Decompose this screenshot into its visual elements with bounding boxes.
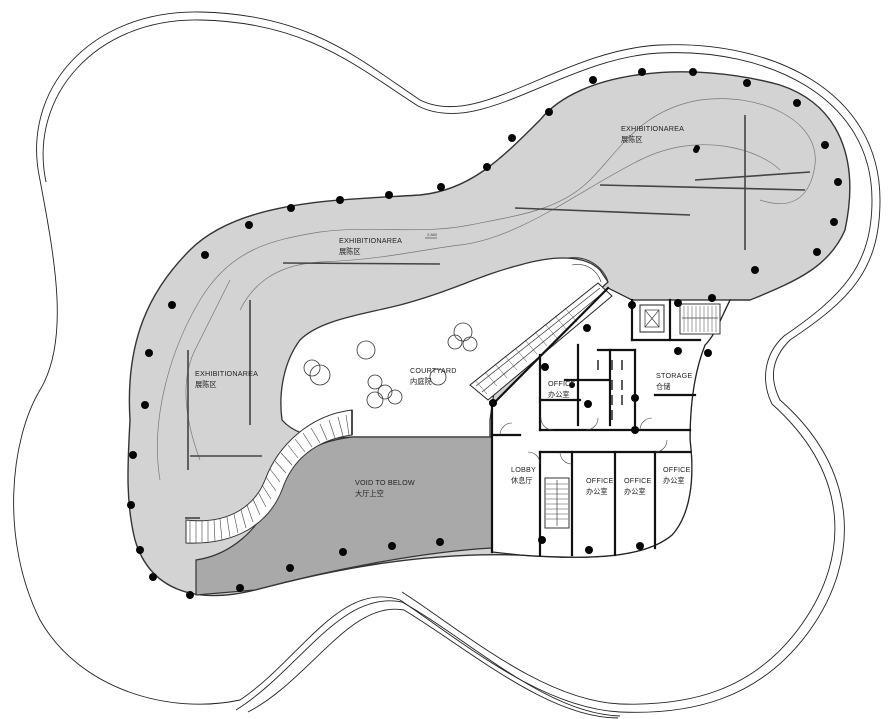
label-courtyard: COURTYARD <box>410 366 457 375</box>
door-swings <box>499 417 668 465</box>
label-exhibition-top-center: EXHIBITIONAREA <box>339 236 402 245</box>
elevator <box>639 304 665 333</box>
label-courtyard-cn: 内庭院 <box>410 377 432 386</box>
label-office-1: OFFICE <box>586 476 614 485</box>
label-lobby-cn: 休息厅 <box>511 476 533 485</box>
label-void: VOID TO BELOW <box>355 478 415 487</box>
label-office-3: OFFICE <box>663 465 691 474</box>
site-outer-boundary <box>13 11 881 713</box>
label-office-3-cn: 办公室 <box>663 476 685 485</box>
route-line-2 <box>239 144 781 311</box>
label-void-cn: 大厅上空 <box>355 489 384 498</box>
route-line <box>157 98 816 481</box>
label-office-upper: OFFICE <box>548 379 576 388</box>
courtyard-trees <box>303 322 478 409</box>
label-exhibition-top-center-cn: 展陈区 <box>339 247 361 256</box>
label-exhibition-left-cn: 展陈区 <box>195 380 217 389</box>
label-exhibition-left: EXHIBITIONAREA <box>195 369 258 378</box>
escalator <box>469 257 613 401</box>
label-office-1-cn: 办公室 <box>586 487 608 496</box>
columns <box>127 68 842 599</box>
site-inner-boundary <box>42 19 873 705</box>
label-exhibition-top-right-cn: 展陈区 <box>621 135 643 144</box>
label-office-upper-cn: 办公室 <box>548 390 570 399</box>
site-extra-curves <box>235 600 621 717</box>
label-office-2: OFFICE <box>624 476 652 485</box>
label-storage-cn: 仓储 <box>656 382 670 391</box>
label-storage: STORAGE <box>656 371 692 380</box>
lobby-stair <box>544 477 570 529</box>
core-stair <box>679 303 721 335</box>
site-extra-curves-2 <box>247 608 619 719</box>
level-marker: 2.880 <box>427 232 438 237</box>
label-exhibition-top-right: EXHIBITIONAREA <box>621 124 684 133</box>
toilet-partitions <box>597 360 623 420</box>
curved-stair <box>185 409 353 544</box>
route-line-3 <box>185 279 231 461</box>
label-lobby: LOBBY <box>511 465 536 474</box>
display-walls <box>185 115 811 519</box>
label-office-2-cn: 办公室 <box>624 487 646 496</box>
